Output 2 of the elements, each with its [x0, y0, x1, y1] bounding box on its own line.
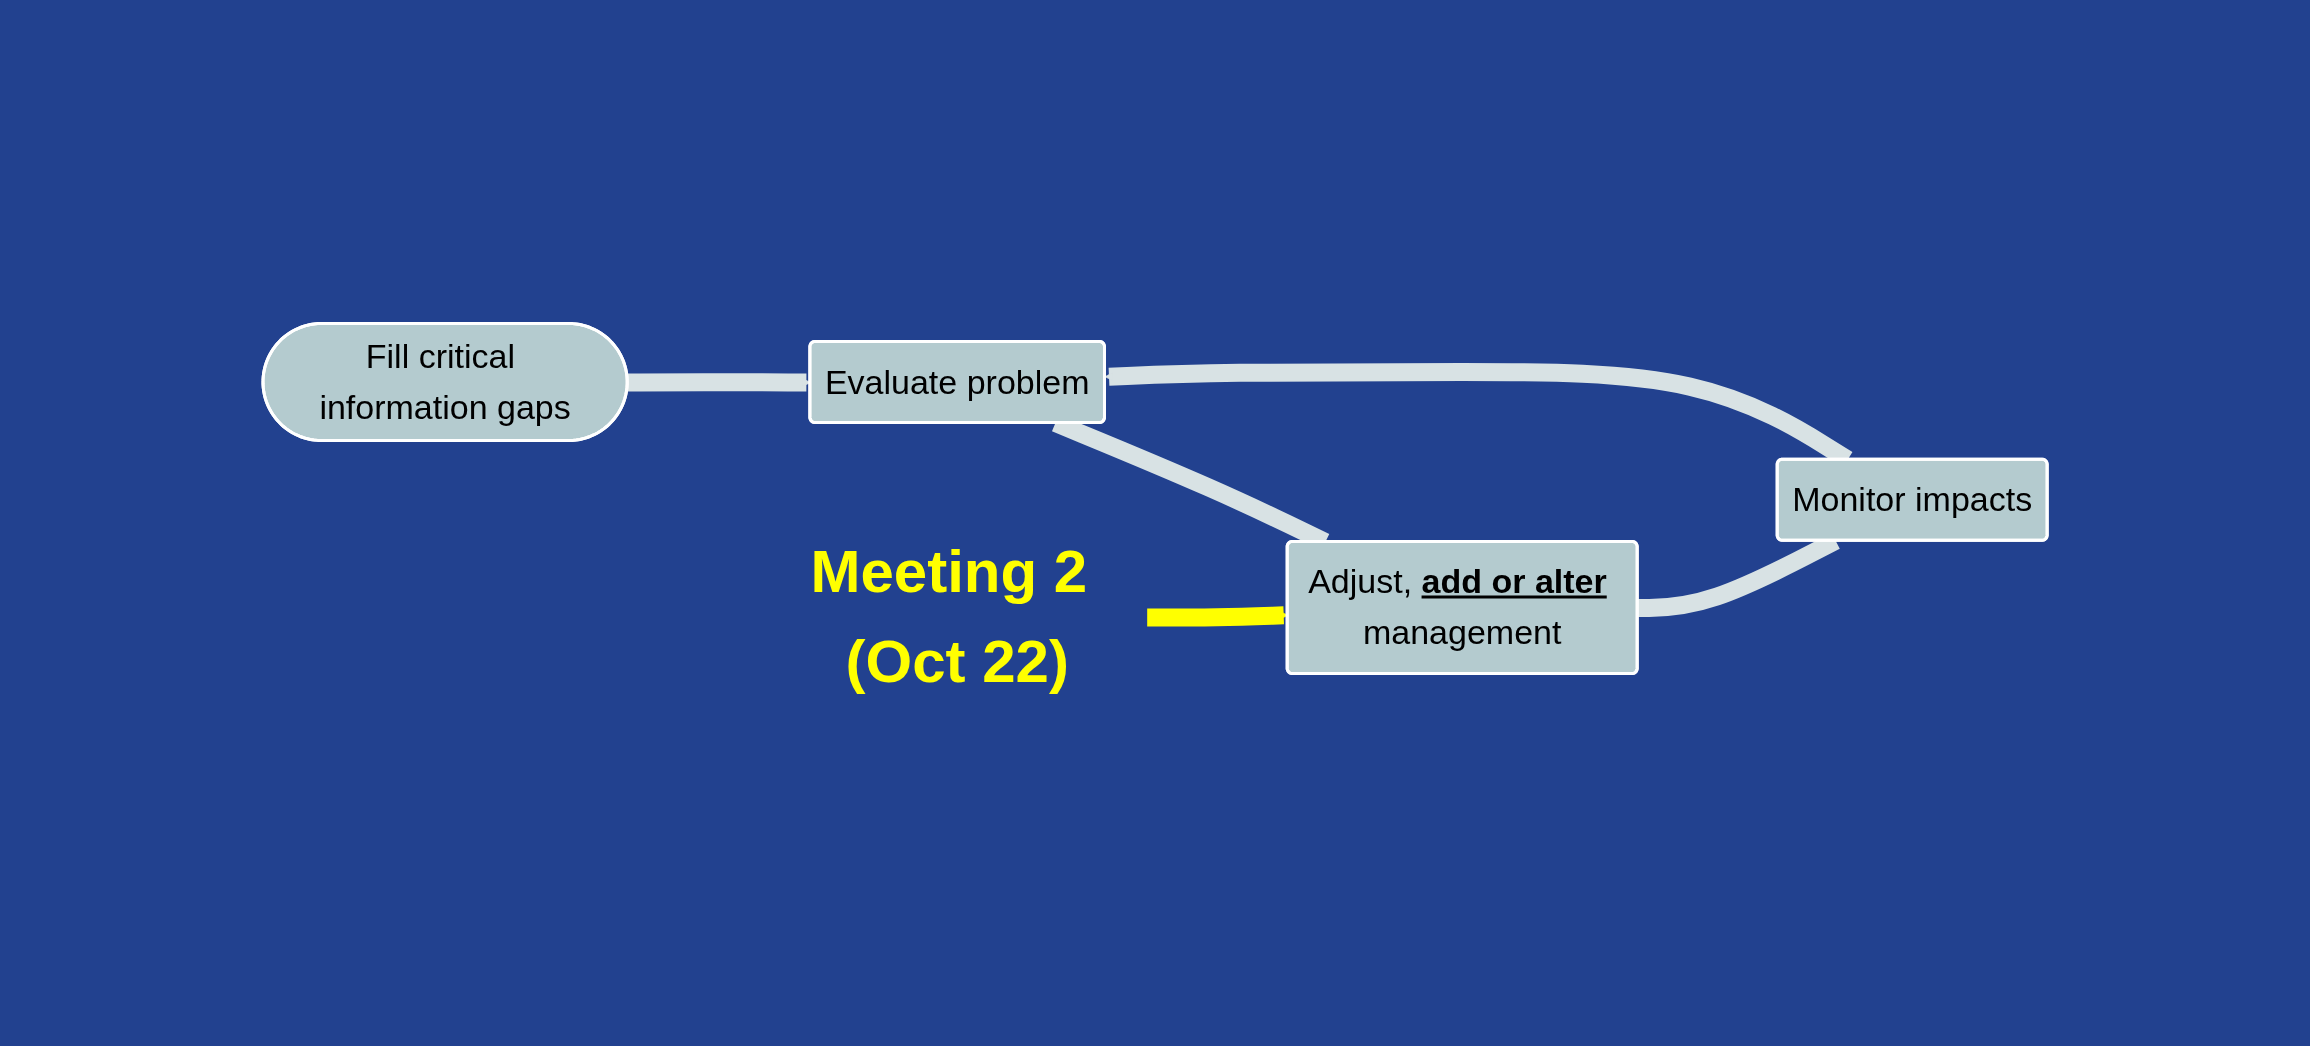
arrow — [1147, 606, 1288, 627]
node-text: Meeting 2 (Oct 22) — [810, 538, 1088, 696]
